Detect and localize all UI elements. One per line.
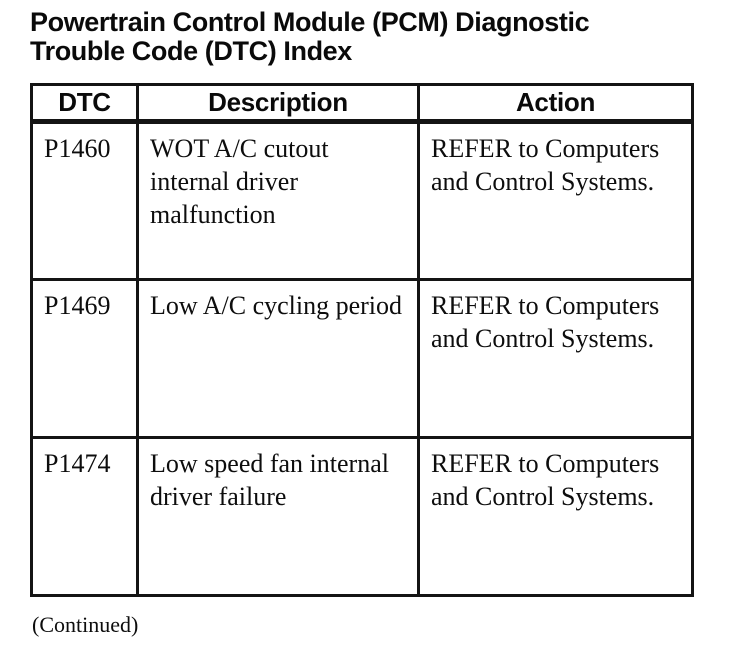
page-title-line1: Powertrain Control Module (PCM) Diagnost… bbox=[30, 7, 590, 37]
continued-note: (Continued) bbox=[32, 612, 139, 637]
table-row: P1469 Low A/C cycling period REFER to Co… bbox=[30, 278, 694, 439]
table-row: P1474 Low speed fan internal driver fail… bbox=[30, 436, 694, 597]
table-row: P1460 WOT A/C cutout internal driver mal… bbox=[30, 120, 694, 281]
table-header-row: DTC Description Action bbox=[30, 83, 694, 124]
column-header-dtc: DTC bbox=[30, 83, 139, 124]
column-header-description: Description bbox=[136, 83, 420, 124]
page-title: Powertrain Control Module (PCM) Diagnost… bbox=[30, 8, 690, 66]
action-cell: REFER to Computers and Control Systems. bbox=[417, 436, 694, 597]
dtc-code-cell: P1460 bbox=[30, 120, 139, 281]
column-header-action: Action bbox=[417, 83, 694, 124]
dtc-code-cell: P1469 bbox=[30, 278, 139, 439]
dtc-code-cell: P1474 bbox=[30, 436, 139, 597]
description-cell: Low speed fan internal driver failure bbox=[136, 436, 420, 597]
description-cell: WOT A/C cutout internal driver malfuncti… bbox=[136, 120, 420, 281]
dtc-index-table: DTC Description Action P1460 WOT A/C cut… bbox=[30, 83, 694, 597]
description-cell: Low A/C cycling period bbox=[136, 278, 420, 439]
page-title-line2: Trouble Code (DTC) Index bbox=[30, 36, 352, 66]
action-cell: REFER to Computers and Control Systems. bbox=[417, 120, 694, 281]
action-cell: REFER to Computers and Control Systems. bbox=[417, 278, 694, 439]
